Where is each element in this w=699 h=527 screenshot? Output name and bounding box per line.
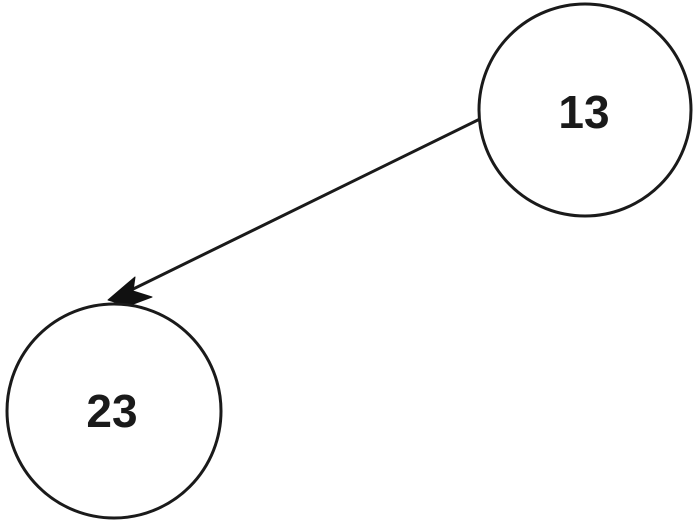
node-13-label: 13 bbox=[558, 86, 609, 138]
node-23[interactable]: 23 bbox=[5, 302, 223, 520]
node-13[interactable]: 13 bbox=[477, 2, 693, 218]
node-13-circle bbox=[477, 2, 693, 218]
node-23-label: 23 bbox=[86, 385, 137, 437]
node-23-circle bbox=[5, 302, 223, 520]
edge-13-to-23[interactable] bbox=[107, 115, 485, 307]
edge-line bbox=[122, 115, 485, 296]
